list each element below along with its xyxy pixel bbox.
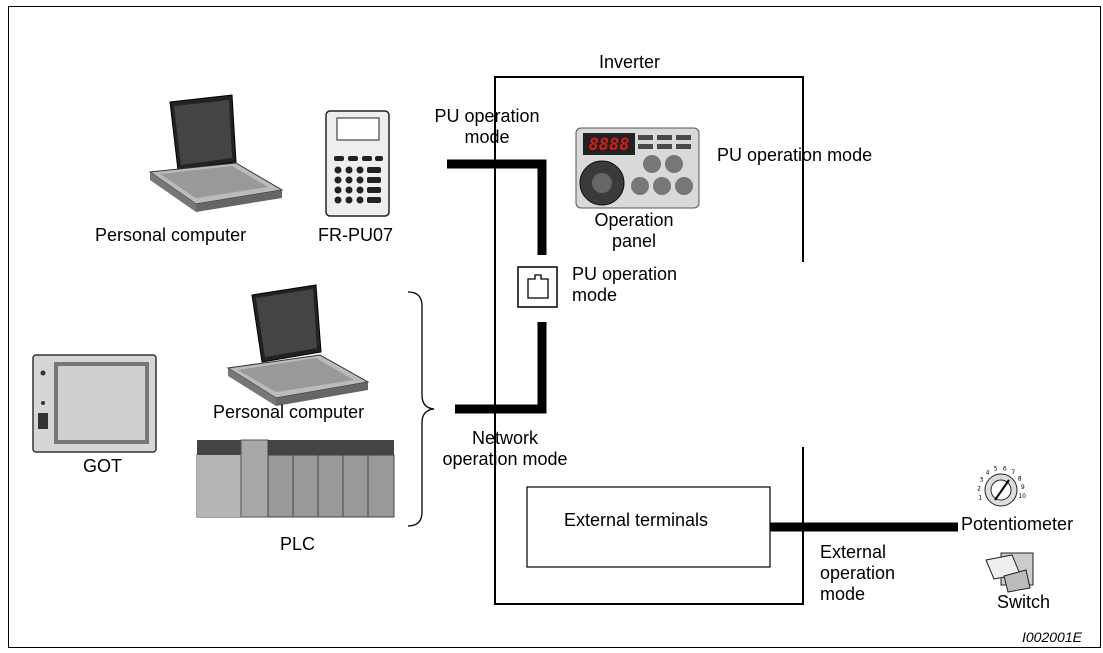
got-label: GOT — [83, 456, 122, 476]
got-graphic — [32, 354, 157, 453]
operation-panel-graphic: 8888 — [575, 127, 700, 209]
plc-graphic — [196, 439, 395, 518]
external-terminals-box — [526, 486, 771, 568]
potentiometer-scale-number: 7 — [1011, 469, 1015, 476]
plc-label: PLC — [280, 534, 316, 554]
potentiometer-scale-number: 2 — [977, 486, 981, 493]
potentiometer-scale-number: 9 — [1021, 484, 1025, 491]
personal-computer-mid-graphic — [226, 284, 370, 406]
external-terminals-label: External terminals — [564, 510, 709, 530]
pu-connection-line — [447, 159, 547, 255]
personal-computer-top-graphic — [148, 94, 284, 212]
network-connection-line — [455, 322, 547, 414]
potentiometer-scale-number: 10 — [1018, 493, 1026, 500]
fr-pu07-graphic — [325, 110, 390, 217]
switch-label: Switch — [997, 592, 1051, 612]
external-mode-label: External operation mode — [820, 542, 896, 604]
personal-computer-mid-label: Personal computer — [213, 402, 365, 422]
potentiometer-label: Potentiometer — [961, 514, 1074, 534]
personal-computer-top-label: Personal computer — [95, 225, 247, 245]
potentiometer-scale-number: 1 — [978, 495, 982, 502]
panel-display-text: 8888 — [589, 135, 630, 155]
potentiometer-scale-number: 5 — [994, 466, 998, 473]
potentiometer-scale-number: 3 — [980, 477, 984, 484]
potentiometer-scale-number: 6 — [1003, 465, 1007, 472]
network-mode-label: Network operation mode — [442, 428, 568, 469]
pu-connector-label: PU operation mode — [572, 264, 678, 305]
pu-mode-right-label: PU operation mode — [717, 145, 873, 165]
inverter-label: Inverter — [599, 52, 661, 72]
potentiometer-scale-number: 4 — [986, 470, 990, 477]
figure-frame — [8, 6, 1101, 648]
fr-pu07-label: FR-PU07 — [318, 225, 394, 245]
pu-connector-icon — [517, 266, 558, 308]
device-brace — [407, 291, 435, 527]
operation-panel-label: Operation panel — [594, 210, 674, 251]
potentiometer-scale-number: 8 — [1018, 475, 1022, 482]
pu-mode-top-label: PU operation mode — [434, 106, 540, 147]
figure-code: I002001E — [1022, 629, 1082, 645]
switch-graphic — [985, 552, 1034, 593]
